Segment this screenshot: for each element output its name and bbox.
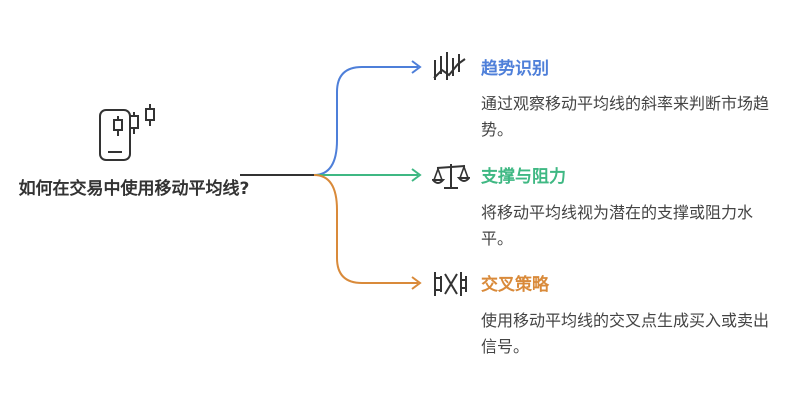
balance-scale-icon bbox=[432, 164, 470, 189]
arrow-trend bbox=[411, 60, 422, 74]
root-title: 如何在交易中使用移动平均线? bbox=[18, 179, 250, 199]
connector-crossover bbox=[313, 174, 418, 284]
branch-title-trend: 趋势识别 bbox=[481, 59, 549, 79]
branch-desc-support: 将移动平均线视为潜在的支撑或阻力水平。 bbox=[481, 203, 754, 248]
branch-title-crossover: 交叉策略 bbox=[481, 275, 549, 295]
branch-title-support: 支撑与阻力 bbox=[481, 167, 566, 187]
arrow-crossover bbox=[411, 276, 422, 290]
arrow-support bbox=[411, 168, 422, 182]
branch-desc-crossover: 使用移动平均线的交叉点生成买入或卖出信号。 bbox=[481, 311, 770, 356]
connector-trend bbox=[313, 66, 418, 176]
trend-lines-icon bbox=[433, 52, 466, 80]
branch-desc-trend: 通过观察移动平均线的斜率来判断市场趋势。 bbox=[481, 94, 770, 139]
smartphone-candlestick-icon bbox=[99, 104, 155, 161]
crossover-icon bbox=[434, 272, 467, 296]
